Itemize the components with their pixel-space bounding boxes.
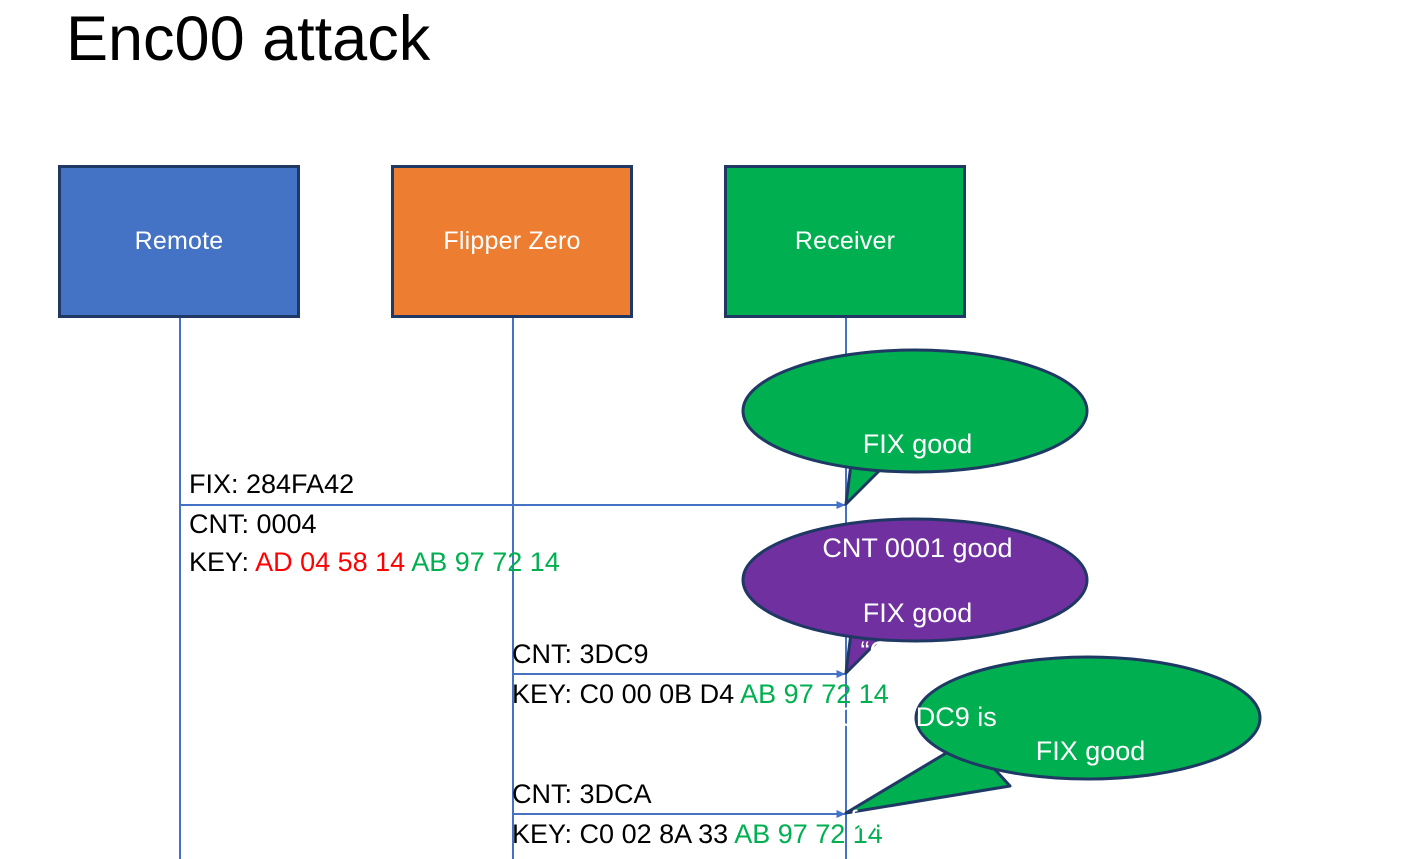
message-1-key-part1: AD 04 58 14	[255, 547, 406, 577]
callout-2-line-1: FIX good	[862, 598, 973, 629]
callout-1-text: FIX good CNT 0001 good “Opened”	[745, 358, 1090, 738]
message-1-key-part2: AB 97 72 14	[411, 547, 560, 577]
message-2-key-part2: AB 97 72 14	[740, 679, 889, 709]
actor-box-flipper-zero[interactable]: Flipper Zero	[391, 165, 633, 318]
message-1-fix-label: FIX: 284FA42	[189, 469, 355, 499]
callout-1-line-3: “Opened”	[860, 636, 975, 667]
actor-label-remote: Remote	[134, 227, 224, 255]
message-2-cnt-label: CNT: 3DC9	[512, 639, 649, 669]
actor-label-receiver: Receiver	[794, 227, 896, 255]
message-3-cnt-label: CNT: 3DCA	[512, 779, 652, 809]
actor-box-remote[interactable]: Remote	[58, 165, 300, 318]
callout-3-line-1: FIX good	[1035, 736, 1146, 767]
actor-label-flipper-zero: Flipper Zero	[443, 227, 581, 255]
message-2-key-part1: C0 00 0B D4	[579, 679, 735, 709]
message-2-key-label: KEY: C0 00 0B D4 AB 97 72 14	[512, 680, 889, 708]
callout-2-line-3: future code	[849, 805, 986, 836]
message-1-cnt-label: CNT: 0004	[189, 509, 317, 539]
callout-1-line-1: FIX good	[862, 429, 973, 460]
callout-2-text: FIX good CNT 3DC9 is future code	[745, 527, 1090, 859]
page-title: Enc00 attack	[66, 4, 431, 74]
callout-2-line-2: CNT 3DC9 is	[838, 701, 997, 732]
callout-3-text: FIX good CNT is 3DCA “Opened”	[918, 665, 1263, 859]
message-1-key-prefix: KEY:	[189, 547, 256, 577]
message-1-key-label: KEY: AD 04 58 14 AB 97 72 14	[189, 548, 560, 576]
message-3-key-prefix: KEY:	[512, 819, 580, 849]
callout-3-line-2: CNT is 3DCA	[1009, 839, 1172, 859]
message-2-key-prefix: KEY:	[512, 679, 580, 709]
message-3-key-part1: C0 02 8A 33	[579, 819, 729, 849]
message-3-key-label: KEY: C0 02 8A 33 AB 97 72 14	[512, 820, 883, 848]
callout-1-line-2: CNT 0001 good	[822, 532, 1013, 563]
message-3-key-part2: AB 97 72 14	[734, 819, 883, 849]
actor-box-receiver[interactable]: Receiver	[724, 165, 966, 318]
